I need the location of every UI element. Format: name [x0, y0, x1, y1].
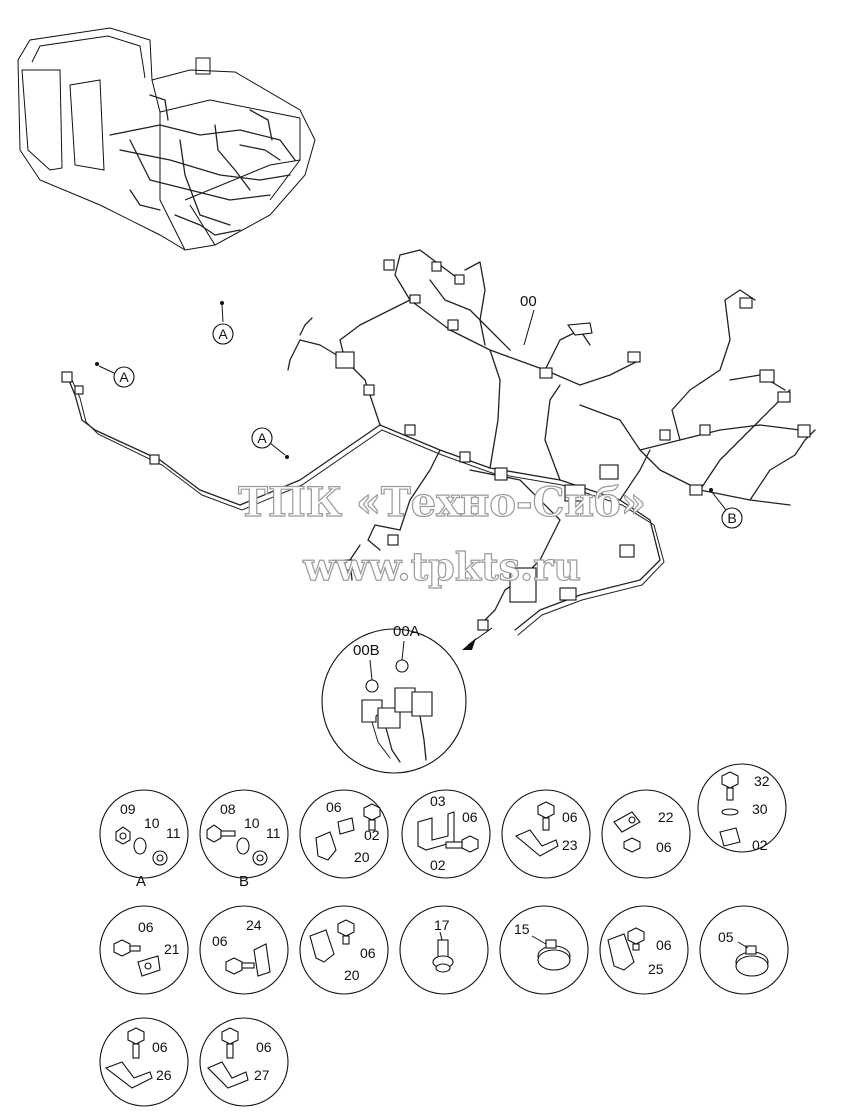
detail-bolt-clamp-23: 06 23 [501, 789, 591, 879]
part-number: 05 [718, 929, 734, 945]
part-number: 06 [656, 937, 672, 953]
part-number: 06 [212, 933, 228, 949]
part-number: 32 [754, 773, 770, 789]
detail-caption: B [239, 873, 249, 890]
detail-b-fasteners: 08 10 11 B [199, 789, 289, 890]
detail-bolt-washer-32: 32 30 02 [697, 763, 787, 853]
part-number: 20 [344, 967, 360, 983]
part-number: 24 [246, 917, 262, 933]
part-number: 02 [364, 827, 380, 843]
detail-bolt-clamp-20b: 06 20 [299, 905, 389, 995]
detail-magnified-terminals: 00B 00A [321, 623, 493, 774]
part-number: 09 [120, 801, 136, 817]
detail-bolt-clip-24: 24 06 [199, 905, 289, 995]
part-number: 06 [462, 809, 478, 825]
label-00a: 00A [393, 623, 420, 640]
watermark-line-2: www.tpkts.ru [302, 544, 581, 589]
main-wire-harness [61, 249, 816, 636]
part-number: 22 [658, 809, 674, 825]
part-number: 02 [752, 837, 768, 853]
part-number: 20 [354, 849, 370, 865]
part-number: 11 [266, 825, 281, 841]
part-number: 11 [166, 825, 181, 841]
part-number: 06 [326, 799, 342, 815]
part-number: 06 [360, 945, 376, 961]
callout-b: B [709, 488, 743, 529]
part-number: 06 [656, 839, 672, 855]
callout-a-2: A [95, 362, 135, 388]
part-number: 26 [156, 1067, 172, 1083]
part-number: 27 [254, 1067, 270, 1083]
part-number: 06 [256, 1039, 272, 1055]
detail-a-fasteners: 09 10 11 A [99, 789, 189, 890]
part-number: 03 [430, 793, 446, 809]
detail-caption: A [136, 873, 146, 890]
part-number: 06 [138, 919, 154, 935]
part-number: 25 [648, 961, 664, 977]
detail-bolt-clamp-27: 06 27 [199, 1017, 289, 1107]
callout-letter: A [119, 369, 129, 385]
part-number: 17 [434, 917, 450, 933]
callout-a-1: A [212, 301, 234, 345]
label-00b: 00B [353, 642, 380, 659]
watermark-line-1: ТПК «Техно-Сиб» [238, 479, 646, 526]
detail-bolt-clip-21: 06 21 [99, 905, 189, 995]
excavator-overview [17, 27, 316, 251]
part-number: 30 [752, 801, 768, 817]
part-number: 10 [144, 815, 160, 831]
callout-letter: B [727, 510, 736, 526]
callout-letter: A [218, 326, 228, 342]
part-number: 23 [562, 837, 578, 853]
detail-bracket-03: 03 06 02 [401, 789, 491, 879]
label-harness-00: 00 [520, 293, 537, 310]
callout-a-3: A [251, 427, 289, 459]
part-number: 06 [562, 809, 578, 825]
detail-bolt-clamp-26: 06 26 [99, 1017, 189, 1107]
detail-band-05: 05 [699, 905, 789, 995]
part-number: 10 [244, 815, 260, 831]
part-number: 02 [430, 857, 446, 873]
part-number: 08 [220, 801, 236, 817]
part-number: 15 [514, 921, 530, 937]
detail-bolt-clamp-20: 06 02 20 [299, 789, 389, 879]
part-number: 06 [152, 1039, 168, 1055]
callout-letter: A [257, 430, 267, 446]
detail-grommet-17: 17 [399, 905, 489, 995]
part-number: 21 [164, 941, 180, 957]
detail-band-15: 15 [499, 905, 589, 995]
detail-bolt-clamp-25: 06 25 [599, 905, 689, 995]
detail-clip-22: 22 06 [601, 789, 691, 879]
